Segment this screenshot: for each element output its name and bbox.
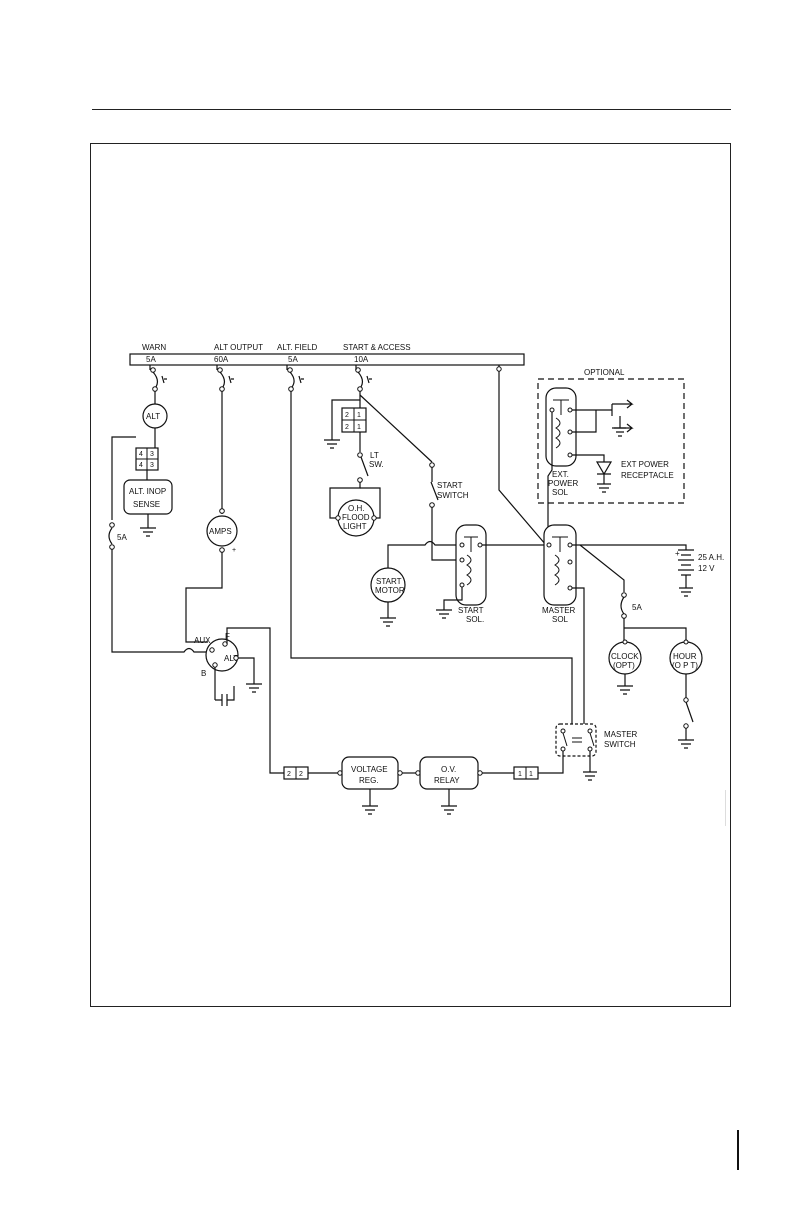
ground-ext-recept	[614, 416, 626, 437]
conn21-1b: 1	[357, 424, 361, 431]
ground-start-motor	[380, 617, 396, 627]
ext-recept-label-1: EXT POWER	[621, 460, 669, 469]
lt-sw-label-1: LT	[370, 451, 379, 460]
battery-label-2: 12 V	[698, 564, 715, 573]
clock-label-1: CLOCK	[611, 652, 639, 661]
ov-label-2: RELAY	[434, 776, 460, 785]
ground-clock	[617, 674, 633, 695]
ext-sol-label-3: SOL	[552, 488, 569, 497]
optional-box	[537, 378, 685, 504]
breaker-alt-field	[287, 367, 304, 392]
clock-label-2: (OPT)	[613, 661, 635, 670]
ground-alt-inop	[140, 527, 156, 537]
bus-amp-alt-field: 5A	[288, 355, 298, 364]
master-switch	[555, 723, 597, 757]
master-sol-label-2: SOL	[552, 615, 569, 624]
vreg-label-1: VOLTAGE	[351, 765, 388, 774]
scan-artifact	[725, 790, 726, 826]
start-switch-label-2: SWITCH	[437, 491, 469, 500]
alt-aux-label: AUX	[194, 636, 211, 645]
battery-plus: +	[675, 549, 680, 558]
ext-sol-label-2: POWER	[548, 479, 578, 488]
ov-label-1: O.V.	[441, 765, 456, 774]
bus-label-alt-field: ALT. FIELD	[277, 343, 318, 352]
connector-21	[341, 407, 367, 433]
bus-label-start-access: START & ACCESS	[343, 343, 411, 352]
fuse-left	[108, 527, 113, 545]
bus-amp-alt-output: 60A	[214, 355, 229, 364]
conn21-1a: 1	[357, 412, 361, 419]
conn21-2a: 2	[345, 412, 349, 419]
master-sol-label-1: MASTER	[542, 606, 576, 615]
start-switch	[430, 467, 439, 501]
hour-label-1: HOUR	[673, 652, 697, 661]
alt-inop-label-1: ALT. INOP	[129, 487, 166, 496]
flood-label-3: LIGHT	[343, 522, 367, 531]
conn11-b: 1	[529, 771, 533, 778]
bus-bar	[129, 353, 525, 366]
vreg-label-2: REG.	[359, 776, 379, 785]
alt-b-label: B	[201, 669, 206, 678]
optional-label: OPTIONAL	[584, 368, 625, 377]
conn43-4a: 4	[139, 451, 143, 458]
ext-recept-label-2: RECEPTACLE	[621, 471, 674, 480]
lt-switch	[360, 456, 369, 477]
battery-label-1: 25 A.H.	[698, 553, 724, 562]
alt-inop-label-2: SENSE	[133, 500, 160, 509]
breaker-warn	[150, 367, 167, 392]
breaker-alt-output	[217, 367, 234, 392]
conn43-4b: 4	[139, 462, 143, 469]
bus-amp-start-access: 10A	[354, 355, 369, 364]
bus-amp-warn: 5A	[146, 355, 156, 364]
conn43-3b: 3	[150, 462, 154, 469]
conn22-b: 2	[299, 771, 303, 778]
ext-power-diode	[595, 461, 613, 484]
conn11-a: 1	[518, 771, 522, 778]
fuse-right-label: 5A	[632, 603, 642, 612]
battery	[678, 549, 694, 576]
ground-master-switch	[583, 751, 597, 781]
conn43-3a: 3	[150, 451, 154, 458]
ground-flood	[324, 439, 340, 449]
start-sol-label-1: START	[458, 606, 484, 615]
header-rule	[92, 109, 731, 110]
lt-sw-label-2: SW.	[369, 460, 384, 469]
ground-vreg	[362, 789, 378, 815]
ground-battery	[679, 575, 693, 597]
alt-light-label: ALT	[146, 412, 160, 421]
diagram-frame	[90, 143, 731, 1007]
flood-label-1: O.H.	[348, 504, 364, 513]
master-switch-label-1: MASTER	[604, 730, 638, 739]
ground-diode	[597, 483, 611, 493]
start-motor-label-1: START	[376, 577, 402, 586]
hour-label-2: (O P T)	[672, 661, 698, 670]
conn21-2b: 2	[345, 424, 349, 431]
alt-capacitor	[214, 667, 235, 706]
ext-sol-label-1: EXT.	[552, 470, 569, 479]
start-motor-label-2: MOTOR	[375, 586, 405, 595]
ground-start-sol	[436, 609, 452, 619]
ground-ov-relay	[441, 789, 457, 815]
ext-power-solenoid	[545, 387, 577, 467]
ground-alternator	[246, 683, 262, 693]
bus-label-alt-output: ALT OUTPUT	[214, 343, 263, 352]
page-edge-mark	[737, 1130, 739, 1170]
alternator-label: ALT	[224, 654, 238, 663]
receptacle-pin-upper	[611, 399, 634, 416]
start-switch-label-1: START	[437, 481, 463, 490]
ammeter	[206, 515, 238, 547]
amps-plus: +	[232, 547, 236, 554]
ground-hour	[678, 728, 694, 749]
master-switch-label-2: SWITCH	[604, 740, 636, 749]
bus-label-warn: WARN	[142, 343, 166, 352]
fuse-left-label: 5A	[117, 533, 127, 542]
fuse-right	[620, 596, 625, 615]
amps-label: AMPS	[209, 527, 232, 536]
start-sol-label-2: SOL.	[466, 615, 484, 624]
conn22-a: 2	[287, 771, 291, 778]
hour-switch	[685, 701, 694, 723]
breaker-start-access	[355, 367, 372, 392]
flood-label-2: FLOOD	[342, 513, 370, 522]
